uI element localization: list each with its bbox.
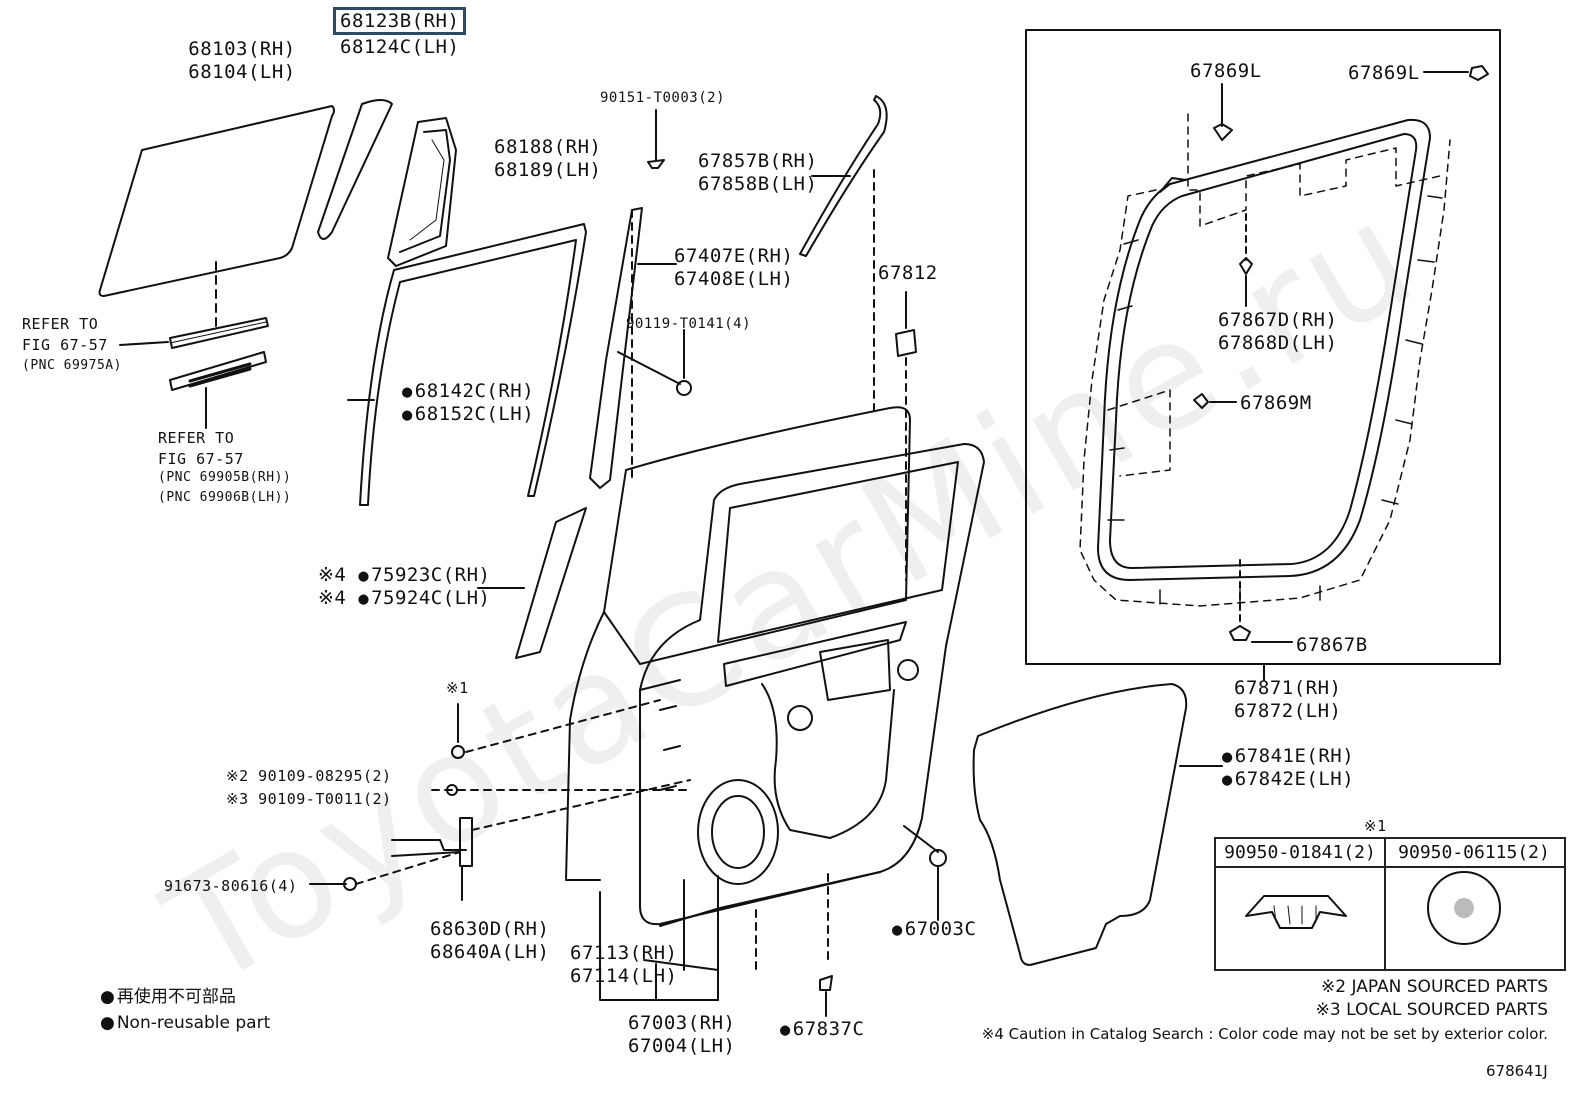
table-header-col1[interactable]: 90950-01841(2) [1216, 839, 1384, 868]
door-inner-panel [639, 443, 985, 926]
label-67812[interactable]: 67812 [878, 262, 938, 284]
label-67867b[interactable]: 67867B [1296, 634, 1368, 656]
label-75924c[interactable]: ※4 75924C(LH) [318, 587, 490, 610]
diagram-id: 678641J [1486, 1062, 1548, 1080]
door-outer-panel [603, 406, 911, 665]
door-hinge [459, 817, 473, 867]
label-67857b[interactable]: 67857B(RH) [698, 150, 818, 172]
label-67113[interactable]: 67113(RH) [570, 942, 678, 964]
label-67837c[interactable]: 67837C [780, 1018, 864, 1041]
quarter-glass [317, 99, 393, 240]
label-67867d[interactable]: 67867D(RH) [1218, 309, 1338, 331]
refer-2-line4: (PNC 69906B(LH)) [158, 490, 292, 505]
label-90119[interactable]: 90119-T0141(4) [626, 316, 752, 332]
table-header-col2[interactable]: 90950-06115(2) [1384, 839, 1564, 868]
label-68142c[interactable]: 68142C(RH) [402, 380, 534, 403]
refer-1-line3: (PNC 69975A) [22, 358, 122, 373]
label-67869l-b[interactable]: 67869L [1348, 62, 1420, 84]
label-67003[interactable]: 67003(RH) [628, 1012, 736, 1034]
label-67003c[interactable]: 67003C [892, 918, 976, 941]
clip-table: 90950-01841(2) 90950-06115(2) [1214, 837, 1566, 971]
label-67407e[interactable]: 67407E(RH) [674, 245, 794, 267]
label-67408e[interactable]: 67408E(LH) [674, 268, 794, 290]
door-weatherstrip [799, 95, 888, 257]
label-91673[interactable]: 91673-80616(4) [164, 877, 298, 895]
label-68104[interactable]: 68104(LH) [188, 61, 296, 83]
sash-rail [589, 207, 643, 489]
clip-icon-b [1427, 871, 1501, 945]
label-67004[interactable]: 67004(LH) [628, 1035, 736, 1057]
legend-en: Non-reusable part [100, 1012, 270, 1034]
label-67842e[interactable]: 67842E(LH) [1222, 768, 1354, 791]
label-67871[interactable]: 67871(RH) [1234, 677, 1342, 699]
note-1-table-marker: ※1 [1364, 817, 1387, 835]
refer-1-line2[interactable]: FIG 67-57 [22, 336, 108, 354]
pillar-garnish [515, 507, 587, 659]
refer-2-line1: REFER TO [158, 429, 235, 447]
note-2: ※2 JAPAN SOURCED PARTS [1321, 977, 1548, 997]
note-1-marker: ※1 [446, 679, 469, 697]
label-67868d[interactable]: 67868D(LH) [1218, 332, 1338, 354]
label-68103[interactable]: 68103(RH) [188, 38, 296, 60]
note-4: ※4 Caution in Catalog Search : Color cod… [981, 1025, 1548, 1043]
glass-run-channel [359, 223, 587, 506]
label-67858b[interactable]: 67858B(LH) [698, 173, 818, 195]
label-90151[interactable]: 90151-T0003(2) [600, 90, 726, 106]
legend-jp: 再使用不可部品 [100, 986, 236, 1008]
quarter-frame [387, 117, 457, 267]
table-divider [1384, 839, 1386, 969]
label-68189[interactable]: 68189(LH) [494, 159, 602, 181]
label-67872[interactable]: 67872(LH) [1234, 700, 1342, 722]
label-67869l-a[interactable]: 67869L [1190, 60, 1262, 82]
refer-2-line2[interactable]: FIG 67-57 [158, 450, 244, 468]
clip-67837c [819, 975, 833, 991]
service-hole-cover [972, 683, 1188, 966]
refer-1-line1: REFER TO [22, 315, 99, 333]
label-67869m[interactable]: 67869M [1240, 392, 1312, 414]
label-68188[interactable]: 68188(RH) [494, 136, 602, 158]
opening-weatherstrip [1097, 118, 1431, 581]
label-68123b[interactable]: 68123B(RH) [333, 7, 467, 35]
refer-2-line3: (PNC 69905B(RH)) [158, 470, 292, 485]
label-68124c[interactable]: 68124C(LH) [340, 36, 460, 58]
belt-strip-2 [169, 351, 267, 391]
door-glass [98, 105, 335, 297]
label-68640a[interactable]: 68640A(LH) [430, 941, 550, 963]
label-90109-t0011[interactable]: ※3 90109-T0011(2) [226, 790, 392, 808]
note-3: ※3 LOCAL SOURCED PARTS [1315, 1000, 1548, 1020]
label-67841e[interactable]: 67841E(RH) [1222, 745, 1354, 768]
label-75923c[interactable]: ※4 75923C(RH) [318, 564, 490, 587]
clip-67812 [895, 329, 917, 357]
label-68152c[interactable]: 68152C(LH) [402, 403, 534, 426]
label-67114[interactable]: 67114(LH) [570, 965, 678, 987]
belt-strip-1 [169, 317, 269, 349]
label-68630d[interactable]: 68630D(RH) [430, 918, 550, 940]
clip-icon-a [1245, 895, 1347, 929]
label-90109-08295[interactable]: ※2 90109-08295(2) [226, 767, 392, 785]
